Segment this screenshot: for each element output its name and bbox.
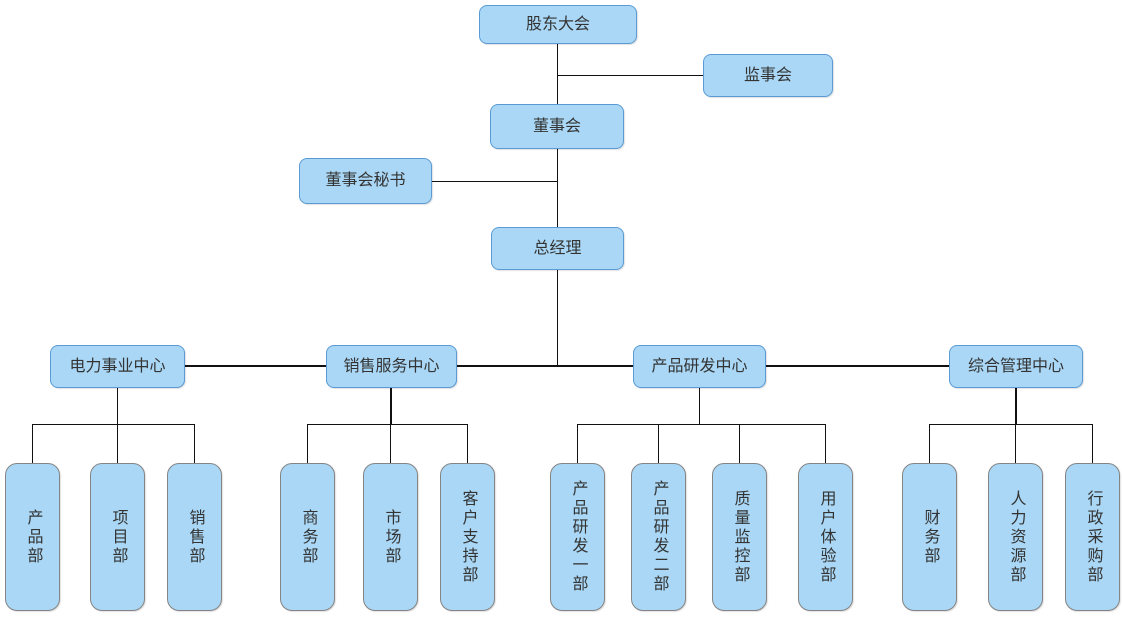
connector-center3-drop-1 <box>576 423 579 463</box>
connector-shareholders-board <box>556 44 558 104</box>
org-node-sales-dept: 销售部 <box>167 463 222 611</box>
org-node-project-dept: 项目部 <box>90 463 145 611</box>
org-node-finance-dept: 财务部 <box>902 463 957 611</box>
org-node-product-rd-dept-2: 产品研发二部 <box>631 463 686 611</box>
connector-center3-drop-3 <box>738 423 741 463</box>
connector-board-gm <box>556 149 558 227</box>
connector-center1-distribution <box>32 423 195 425</box>
org-node-product-rd-center: 产品研发中心 <box>633 345 766 388</box>
connector-center1-drop-1 <box>31 423 34 463</box>
connector-center3-trunk <box>698 388 701 424</box>
connector-center2-drop-3 <box>466 423 469 463</box>
connector-center4-trunk <box>1015 388 1017 424</box>
connector-supervisory-branch <box>557 74 703 77</box>
connector-center3-drop-2 <box>657 423 660 463</box>
org-node-product-rd-dept-1: 产品研发一部 <box>550 463 605 611</box>
connector-centers-row <box>185 365 949 367</box>
connector-center4-drop-2 <box>1014 423 1017 463</box>
connector-center2-drop-1 <box>306 423 309 463</box>
org-node-customer-support-dept: 客户支持部 <box>440 463 495 611</box>
connector-center1-trunk <box>116 388 119 424</box>
org-node-user-experience-dept: 用户体验部 <box>798 463 853 611</box>
connector-center4-distribution <box>929 423 1093 425</box>
org-node-admin-procurement-dept: 行政采购部 <box>1065 463 1120 611</box>
org-node-sales-service-center: 销售服务中心 <box>326 345 457 388</box>
connector-center3-distribution <box>577 423 826 425</box>
connector-secretary-branch <box>432 180 557 182</box>
connector-center1-drop-2 <box>116 423 119 463</box>
org-node-product-dept: 产品部 <box>5 463 60 611</box>
org-node-quality-control-dept: 质量监控部 <box>712 463 767 611</box>
org-node-board-secretary: 董事会秘书 <box>299 158 432 204</box>
connector-center4-drop-1 <box>928 423 931 463</box>
connector-center2-drop-2 <box>389 423 392 463</box>
org-node-power-business-center: 电力事业中心 <box>50 345 185 388</box>
connector-center3-drop-4 <box>824 423 827 463</box>
org-node-general-management-center: 综合管理中心 <box>949 345 1083 388</box>
connector-center2-trunk <box>390 388 392 424</box>
org-node-business-dept: 商务部 <box>280 463 335 611</box>
org-node-supervisory-board: 监事会 <box>703 54 833 97</box>
connector-center4-drop-3 <box>1091 423 1094 463</box>
org-node-marketing-dept: 市场部 <box>363 463 418 611</box>
org-node-general-manager: 总经理 <box>491 227 624 270</box>
org-node-shareholders-meeting: 股东大会 <box>479 5 637 44</box>
org-node-board-of-directors: 董事会 <box>490 104 624 149</box>
org-node-hr-dept: 人力资源部 <box>988 463 1043 611</box>
connector-gm-centers <box>556 270 558 366</box>
connector-center1-drop-3 <box>193 423 196 463</box>
connector-center2-distribution <box>307 423 468 425</box>
